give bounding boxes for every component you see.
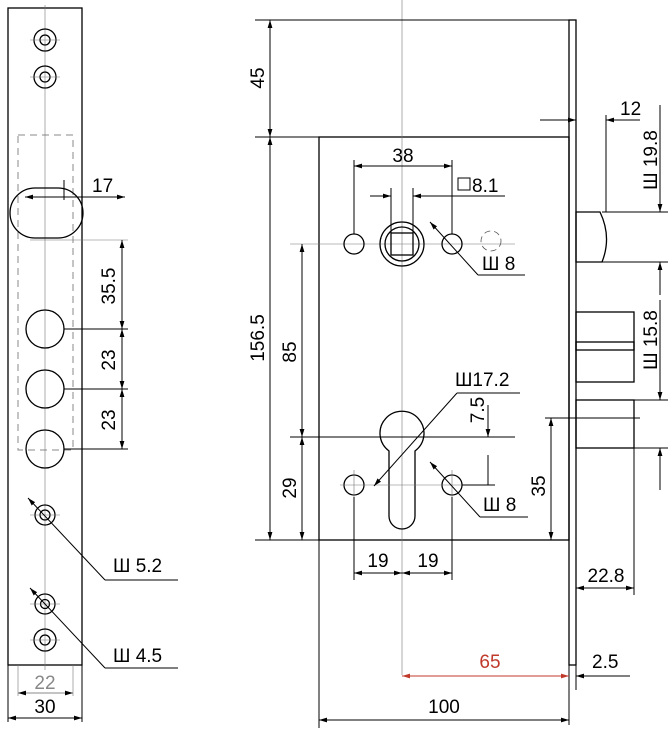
dim-35: 35 [529, 475, 550, 496]
dim-2-5: 2.5 [592, 652, 618, 673]
cylinder-cutout [379, 410, 425, 530]
dim-hole-5-2: Ш 5.2 [113, 556, 162, 577]
bottom-screw-hole [30, 628, 60, 652]
dim-hole-8-bottom: Ш 8 [483, 495, 516, 516]
lock-body-hidden-outline [17, 134, 74, 451]
dim-22: 22 [34, 673, 55, 694]
faceplate-view: 17 35.5 23 23 Ш 5.2 Ш 4.5 22 30 [7, 5, 178, 722]
top-screw-hole-2 [30, 65, 60, 89]
spindle-hub-inner [384, 226, 420, 262]
dim-hole-4-5: Ш 4.5 [113, 646, 162, 667]
dim-65: 65 [479, 652, 500, 673]
dim-23-a: 23 [99, 349, 120, 370]
lock-body-view: 45 156.5 38 8.1 Ш 8 85 29 [248, 0, 668, 728]
spindle-hub-outer [379, 221, 425, 267]
dim-35-5: 35.5 [99, 268, 120, 305]
screw-hole-5-2 [30, 504, 60, 526]
dim-19-8: Ш 19.8 [641, 130, 662, 190]
dim-85: 85 [280, 341, 301, 362]
deadbolt-2 [575, 341, 635, 383]
dim-45: 45 [248, 67, 269, 88]
top-screw-hole-1 [30, 28, 60, 52]
square-symbol-icon [457, 177, 471, 191]
side-faceplate [568, 19, 577, 666]
dim-hole-8-top: Ш 8 [482, 254, 515, 275]
dim-12: 12 [620, 99, 641, 120]
mount-hole-hidden [480, 230, 502, 252]
dim-30: 30 [34, 697, 55, 718]
dim-100: 100 [428, 697, 460, 718]
dim-156-5: 156.5 [248, 314, 269, 362]
dim-15-8: Ш 15.8 [641, 310, 662, 370]
latch-opening [9, 187, 84, 239]
spindle-square [390, 232, 414, 256]
dim-29: 29 [280, 477, 301, 498]
lock-case [318, 136, 570, 541]
dim-17: 17 [92, 176, 113, 197]
deadbolt-1 [575, 311, 635, 351]
dim-8-1: 8.1 [472, 176, 498, 197]
dim-17-2: Ш17.2 [455, 370, 509, 391]
dim-19-b: 19 [417, 551, 438, 572]
dim-38: 38 [392, 146, 413, 167]
dim-19-a: 19 [367, 551, 388, 572]
dim-23-b: 23 [99, 409, 120, 430]
dim-22-8: 22.8 [588, 566, 625, 587]
dim-7-5: 7.5 [468, 397, 489, 423]
deadbolt-3 [575, 399, 635, 449]
latch-bolt [575, 211, 608, 263]
